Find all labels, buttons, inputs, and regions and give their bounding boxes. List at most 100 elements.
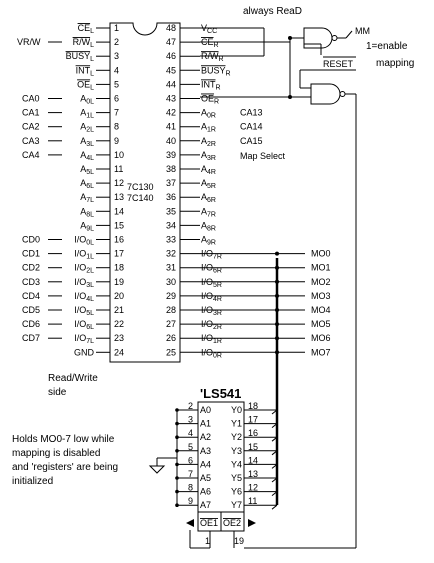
ca-signal-label: CA3 [22,136,40,146]
cd-signal-label: CD6 [22,319,40,329]
right-pin-number: 31 [166,263,176,273]
buffer-y-pin-label: Y5 [231,473,242,483]
right-pin-label: I/O4R [201,291,222,303]
left-pin-number: 23 [114,333,124,343]
ca-signal-label: CA0 [22,94,40,104]
right-pin-label: R/WR [201,51,224,63]
ca-signal-label: CA4 [22,150,40,160]
buffer-y-pin-label: Y0 [231,405,242,415]
right-pin-label: A0R [201,108,216,120]
left-pin-number: 19 [114,277,124,287]
buffer-a-pin-number: 2 [188,401,193,411]
buffer-y-pin-label: Y2 [231,432,242,442]
right-pin-label: I/O3R [201,305,222,317]
left-pin-number: 18 [114,263,124,273]
left-pin-label: I/O1L [74,249,94,261]
buffer-y-pin-label: Y4 [231,459,242,469]
buffer-y-pin-number: 15 [248,442,258,452]
left-pin-label: A5L [80,164,94,176]
mo-signal-label: MO0 [311,249,331,259]
left-pin-label: A8L [80,206,94,218]
ca-high-signal-label: CA13 [240,108,263,118]
right-pin-number: 42 [166,108,176,118]
left-pin-number: 22 [114,319,124,329]
left-pin-column: 1CEL2R/WL3BUSYL4INTL5OEL6A0L7A1L8A2L9A3L… [66,23,124,357]
left-pin-label: I/O5L [74,305,94,317]
note-line-3: and 'registers' are being [12,462,118,473]
left-pin-number: 24 [114,347,124,357]
left-pin-label: A7L [80,192,94,204]
always-read-note: always ReaD [243,6,302,17]
left-pin-number: 12 [114,178,124,188]
mo-signal-label: MO4 [311,305,331,315]
right-pin-number: 33 [166,235,176,245]
left-pin-label: A2L [80,122,94,134]
left-pin-label: GND [74,347,95,357]
right-pin-label: INTR [201,79,221,91]
right-pin-number: 47 [166,37,176,47]
right-pin-number: 28 [166,305,176,315]
buffer-a-pin-number: 8 [188,483,193,493]
right-pin-number: 46 [166,51,176,61]
right-pin-number: 30 [166,277,176,287]
cd-signal-label: CD0 [22,235,40,245]
cd-signal-label: CD4 [22,291,40,301]
left-pin-number: 4 [114,65,119,75]
left-pin-number: 2 [114,37,119,47]
note-line-2: mapping is disabled [12,448,100,459]
buffer-y-pin-label: Y7 [231,500,242,510]
right-pin-number: 25 [166,347,176,357]
mo-signal-label: MO7 [311,347,331,357]
right-pin-label: I/O5R [201,277,222,289]
buffer-oe2-label: OE2 [223,518,241,528]
left-pin-label: A4L [80,150,94,162]
left-pin-label: A9L [80,220,94,232]
reset-label: RESET [323,59,354,69]
left-pin-number: 6 [114,94,119,104]
cd-signal-label: CD2 [22,263,40,273]
left-pin-number: 10 [114,150,124,160]
left-pin-number: 20 [114,291,124,301]
mo-signal-label: MO2 [311,277,331,287]
buffer-a-pin-label: A1 [200,419,211,429]
right-pin-label: A7R [201,206,216,218]
vrw-label: VR/W [17,37,41,47]
right-pin-label: A9R [201,235,216,247]
left-pin-number: 15 [114,220,124,230]
buffer-y-pin-number: 17 [248,415,258,425]
buffer-oe1-label: OE1 [200,518,218,528]
buffer-note: Holds MO0-7 low while mapping is disable… [12,434,118,487]
buffer-oe2-pin-number: 19 [234,536,244,546]
buffer-y-pin-number: 12 [248,483,258,493]
map-select-label: Map Select [240,151,286,161]
right-pin-label: I/O0R [201,347,222,359]
left-pin-number: 3 [114,51,119,61]
left-pin-number: 14 [114,206,124,216]
cd-signal-label: CD5 [22,305,40,315]
buffer-a-pin-label: A0 [200,405,211,415]
right-pin-label: I/O1R [201,333,222,345]
buffer-a-pin-number: 9 [188,496,193,506]
chip-name-line-1: 7C130 [127,182,154,192]
chip-7c130: 7C130 7C140 1CEL2R/WL3BUSYL4INTL5OEL6A0L… [66,22,231,363]
right-pin-label: CER [201,37,219,49]
ground-tie [148,410,178,505]
right-pin-number: 41 [166,122,176,132]
right-pin-label: A1R [201,122,216,134]
right-pin-label: A8R [201,220,216,232]
left-pin-label: A6L [80,178,94,190]
buffer-a-pin-label: A6 [200,487,211,497]
buffer-a-pin-number: 6 [188,455,193,465]
left-pin-number: 1 [114,23,119,33]
left-pin-label: INTL [76,65,95,77]
right-pin-number: 43 [166,94,176,104]
ca-signal-label: CA2 [22,122,40,132]
left-pin-label: OEL [77,79,94,91]
right-pin-label: OER [201,94,219,106]
buffer-a-pin-number: 7 [188,469,193,479]
